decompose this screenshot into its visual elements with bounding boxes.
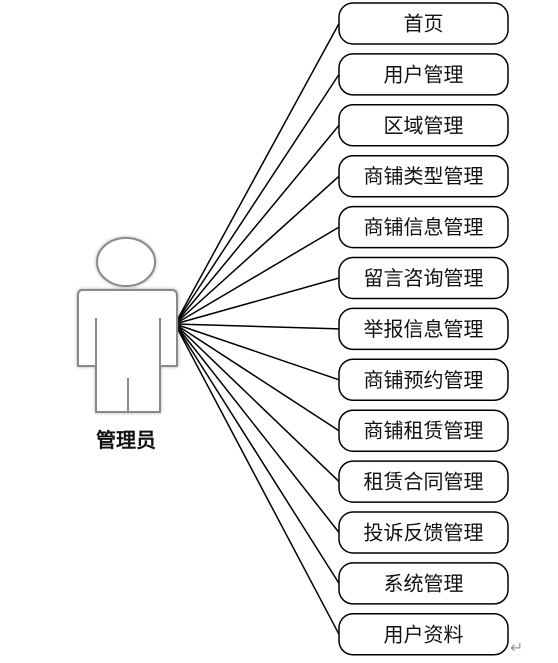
use-case-label: 商铺信息管理 bbox=[364, 215, 484, 239]
use-case-item: 区域管理 bbox=[338, 104, 509, 147]
use-case-box bbox=[338, 409, 509, 452]
use-case-box bbox=[338, 205, 509, 249]
use-case-label: 举报信息管理 bbox=[364, 317, 484, 341]
association-line bbox=[174, 323, 340, 483]
association-line bbox=[174, 73, 340, 325]
use-case-label: 租赁合同管理 bbox=[364, 470, 484, 494]
use-case-item: 首页 bbox=[338, 2, 509, 45]
use-case-box bbox=[338, 256, 509, 300]
use-case-item: 留言咨询管理 bbox=[338, 256, 509, 300]
association-line bbox=[174, 323, 340, 330]
use-case-label: 系统管理 bbox=[384, 571, 464, 595]
use-case-item: 商铺信息管理 bbox=[338, 205, 509, 249]
association-line bbox=[174, 323, 340, 381]
actor-figure bbox=[77, 237, 178, 413]
association-line bbox=[174, 124, 340, 325]
use-case-box bbox=[338, 154, 509, 198]
use-case-item: 用户管理 bbox=[338, 53, 509, 96]
association-line bbox=[174, 323, 340, 533]
use-case-item: 商铺租赁管理 bbox=[338, 409, 509, 452]
use-case-box bbox=[338, 53, 509, 96]
association-line bbox=[174, 323, 340, 432]
association-line bbox=[174, 323, 340, 635]
use-case-box bbox=[338, 307, 509, 351]
use-case-box bbox=[338, 358, 509, 402]
use-case-label: 留言咨询管理 bbox=[364, 266, 484, 290]
association-lines bbox=[174, 23, 340, 635]
use-case-item: 商铺类型管理 bbox=[338, 154, 509, 198]
use-case-label: 商铺预约管理 bbox=[364, 368, 484, 392]
use-case-item: 租赁合同管理 bbox=[338, 460, 509, 503]
association-line bbox=[174, 226, 340, 325]
use-case-label: 区域管理 bbox=[384, 113, 464, 137]
use-case-item: 投诉反馈管理 bbox=[338, 511, 509, 554]
actor-body bbox=[77, 289, 178, 413]
use-case-label: 投诉反馈管理 bbox=[364, 521, 484, 545]
use-case-box bbox=[338, 562, 509, 605]
use-case-list: 首页用户管理区域管理商铺类型管理商铺信息管理留言咨询管理举报信息管理商铺预约管理… bbox=[338, 2, 509, 656]
use-case-label: 商铺租赁管理 bbox=[364, 419, 484, 443]
use-case-label: 用户管理 bbox=[384, 62, 464, 86]
use-case-label: 首页 bbox=[404, 12, 444, 36]
use-case-label: 用户资料 bbox=[384, 622, 464, 646]
association-line bbox=[174, 323, 340, 584]
use-case-box bbox=[338, 2, 509, 45]
association-line bbox=[174, 23, 340, 325]
association-line bbox=[174, 175, 340, 325]
use-case-item: 系统管理 bbox=[338, 562, 509, 605]
use-case-box bbox=[338, 613, 509, 656]
actor-label: 管理员 bbox=[96, 428, 156, 452]
use-case-item: 用户资料 bbox=[338, 613, 509, 656]
use-case-item: 举报信息管理 bbox=[338, 307, 509, 351]
actor-head bbox=[96, 237, 156, 287]
use-case-box bbox=[338, 104, 509, 147]
association-line bbox=[174, 277, 340, 325]
use-case-item: 商铺预约管理 bbox=[338, 358, 509, 402]
use-case-box bbox=[338, 460, 509, 503]
paragraph-return-mark: ↵ bbox=[510, 638, 523, 657]
use-case-label: 商铺类型管理 bbox=[364, 164, 484, 188]
use-case-box bbox=[338, 511, 509, 554]
